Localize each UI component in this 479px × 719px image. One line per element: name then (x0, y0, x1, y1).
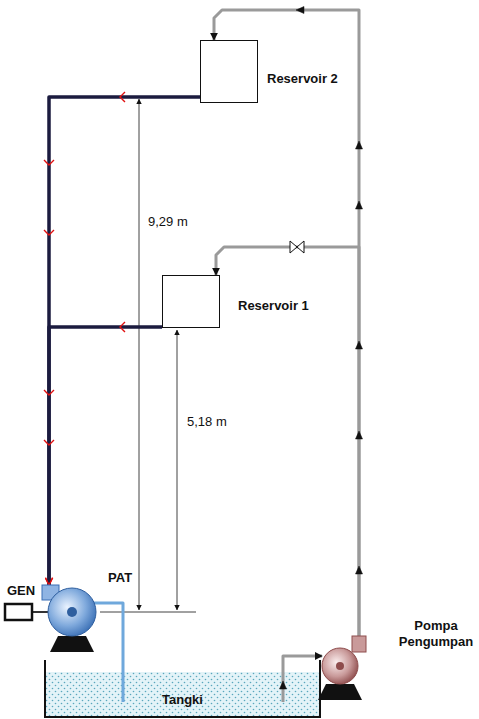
pipe-connector (92, 603, 123, 702)
equipment-label: GEN (7, 583, 35, 599)
equipment-label: Reservoir 2 (267, 71, 338, 87)
datum-line (100, 612, 196, 613)
tank-wall (45, 660, 320, 717)
sump-tank: Tangki (45, 660, 320, 717)
flow-arrow (356, 201, 363, 209)
turbine-node: PAT (42, 585, 98, 636)
turbine-stand (50, 636, 94, 652)
flow-arrow (44, 160, 54, 165)
flow-arrow (356, 566, 363, 574)
flow-arrow (44, 230, 54, 235)
equipment-label: Reservoir 1 (238, 298, 309, 314)
dimension-label: 5,18 m (186, 414, 228, 429)
tank-water (46, 672, 319, 716)
generator-symbol (5, 604, 32, 620)
flow-arrow (120, 92, 125, 102)
flow-arrow (44, 440, 54, 445)
pump-stand (318, 684, 362, 700)
flow-arrow (120, 322, 125, 332)
flow-arrow (296, 7, 304, 14)
pipe-connector (283, 656, 322, 702)
turbine-casing (48, 588, 96, 636)
dimension-line (139, 99, 140, 610)
flow-arrow (356, 141, 363, 149)
flow-arrow (356, 341, 363, 349)
flow-arrow (356, 431, 363, 439)
equipment-label: PAT (108, 570, 132, 586)
pump-node: Pompa Pengumpan (322, 636, 366, 684)
pipe-connector (32, 611, 48, 613)
turbine-hub (67, 607, 77, 617)
pump-outlet (352, 636, 366, 652)
reservoir-tank: Reservoir 1 (162, 275, 220, 328)
equipment-label: Tangki (45, 692, 320, 708)
valve-symbol (290, 241, 304, 253)
equipment-label: Pompa Pengumpan (396, 618, 476, 649)
pump-hub (336, 662, 344, 670)
pipe-connector (49, 327, 162, 585)
dimension-line (177, 330, 178, 610)
pipe-connector (216, 247, 359, 636)
flow-arrow (44, 390, 54, 395)
pipe-connector (214, 10, 359, 636)
generator-node: GEN (5, 604, 32, 620)
flow-arrow (280, 681, 287, 689)
pump-casing (322, 648, 358, 684)
reservoir-tank: Reservoir 2 (200, 40, 258, 103)
dimension-label: 9,29 m (147, 214, 189, 229)
pipe-connector (49, 97, 200, 585)
